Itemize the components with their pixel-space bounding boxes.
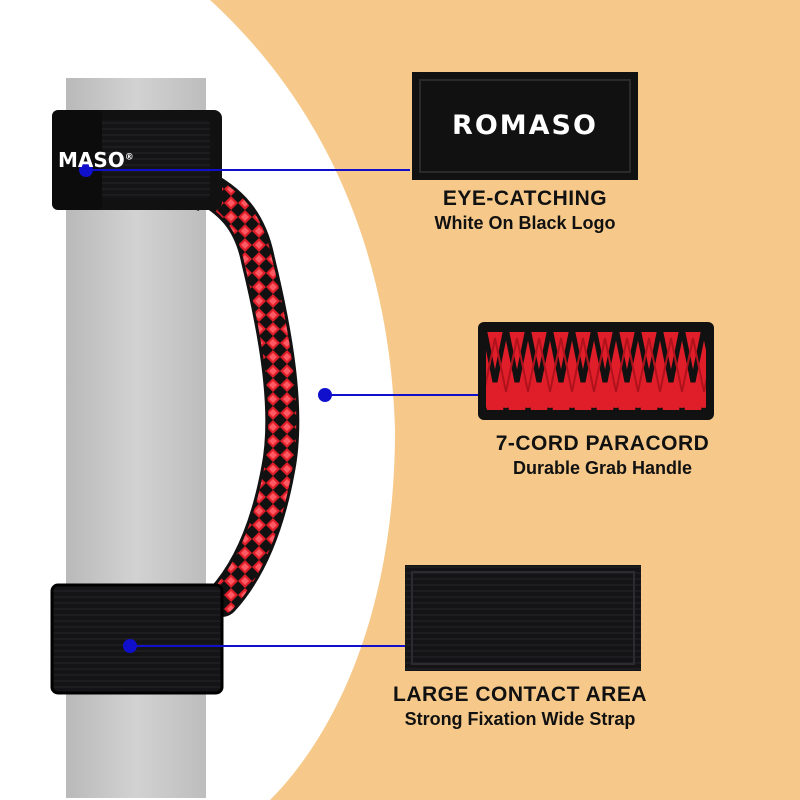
callout-strap-subtitle: Strong Fixation Wide Strap — [404, 709, 636, 729]
logo-text: ROMASO — [452, 110, 598, 141]
callout-strap-title: LARGE CONTACT AREA — [393, 683, 647, 706]
callout-logo: EYE-CATCHING White On Black Logo — [400, 187, 650, 234]
strap-logo: MASO® — [58, 148, 134, 172]
bottom-strap — [50, 583, 224, 695]
callout-paracord-subtitle: Durable Grab Handle — [512, 458, 693, 478]
strap-logo-text: MASO — [58, 148, 125, 172]
callout-logo-subtitle: White On Black Logo — [434, 213, 616, 233]
strap-closeup — [405, 565, 641, 671]
callout-strap: LARGE CONTACT AREA Strong Fixation Wide … — [370, 683, 670, 730]
callout-paracord-title: 7-CORD PARACORD — [495, 432, 710, 455]
registered-mark: ® — [124, 152, 134, 163]
pointer-lines — [79, 163, 478, 653]
callout-paracord: 7-CORD PARACORD Durable Grab Handle — [470, 432, 735, 479]
callout-logo-title: EYE-CATCHING — [442, 187, 608, 210]
logo-patch — [412, 72, 638, 180]
top-strap — [52, 110, 222, 210]
